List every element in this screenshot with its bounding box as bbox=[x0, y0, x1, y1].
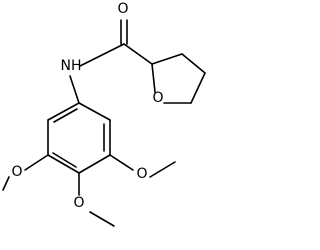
amide-nh-label: NH bbox=[61, 58, 82, 74]
methoxy-bottom-oxygen-label: O bbox=[73, 195, 84, 211]
amide-c-n-bond bbox=[79, 43, 125, 67]
methoxy-right-bonds bbox=[109, 154, 176, 178]
benzene-ring bbox=[47, 102, 111, 174]
carbonyl-oxygen-label: O bbox=[117, 1, 128, 17]
methoxy-left-oxygen-label: O bbox=[11, 164, 22, 180]
n-aryl-bond bbox=[69, 75, 80, 104]
ring-oxygen-label: O bbox=[152, 90, 163, 106]
methoxy-bottom-bonds bbox=[78, 172, 115, 227]
chemical-structure-drawing: O NH O O O O bbox=[2, 1, 206, 227]
methoxy-right-oxygen-label: O bbox=[136, 166, 147, 182]
carbonyl-thf-bond bbox=[123, 43, 153, 65]
methoxy-left-bonds bbox=[2, 154, 49, 191]
carbonyl-double-bond bbox=[120, 19, 128, 45]
tetrahydrofuran-ring bbox=[151, 53, 206, 104]
